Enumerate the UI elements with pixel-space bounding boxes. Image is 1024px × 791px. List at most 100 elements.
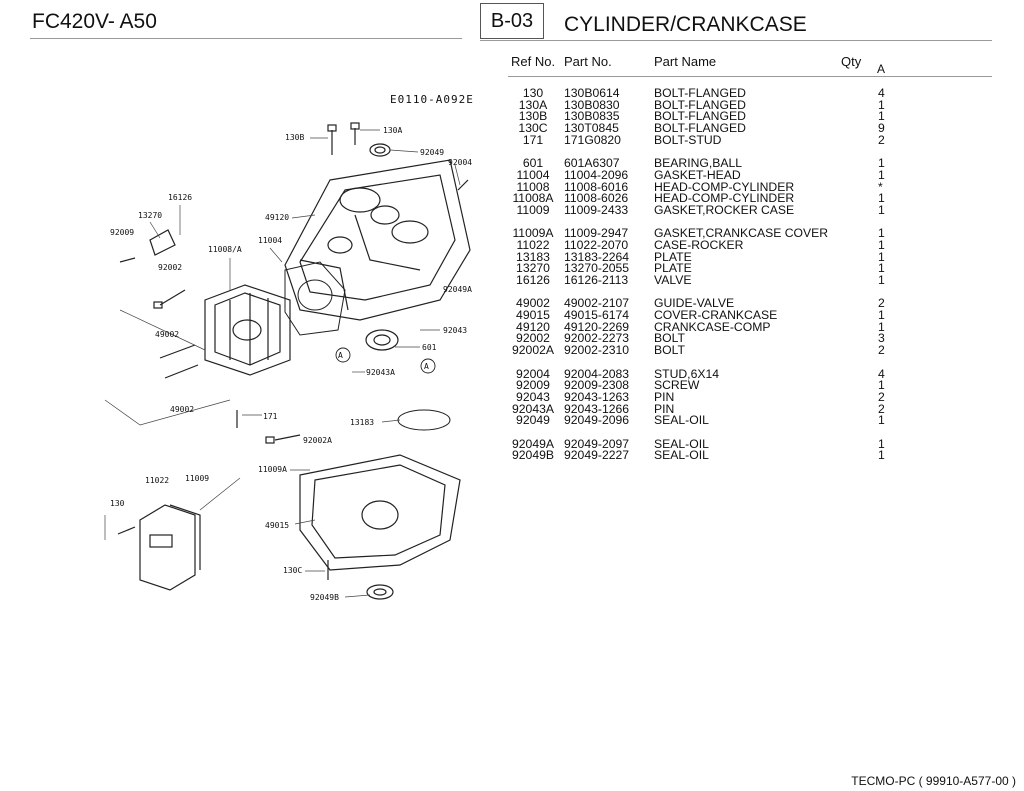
qty: 2 bbox=[878, 296, 885, 311]
parts-row: 601 601A6307 BEARING,BALL 1 bbox=[0, 156, 1024, 171]
rocker-case-drawing bbox=[139, 504, 201, 591]
ref-no: 11009A bbox=[512, 226, 554, 241]
part-no: 11009-2947 bbox=[564, 226, 629, 241]
leader-lines bbox=[104, 129, 461, 598]
callout-label: A bbox=[338, 351, 343, 360]
ref-no: 11004 bbox=[516, 167, 550, 182]
part-no: 92043-1263 bbox=[564, 389, 630, 404]
callout-label: 11022 bbox=[145, 476, 169, 485]
ref-no: 171 bbox=[522, 132, 544, 147]
cylinder-head-drawing bbox=[204, 284, 291, 376]
part-name: STUD,6X14 bbox=[654, 366, 720, 381]
qty: 1 bbox=[878, 249, 885, 264]
callout-label: 16126 bbox=[168, 193, 192, 202]
qty: 1 bbox=[878, 156, 885, 171]
crankcase-cover-drawing bbox=[299, 454, 461, 600]
ref-no: 92009 bbox=[516, 378, 550, 393]
part-no: 49002-2107 bbox=[564, 296, 630, 311]
qty: 1 bbox=[878, 202, 885, 217]
part-no: 601A6307 bbox=[564, 156, 620, 171]
part-no: 92002-2273 bbox=[564, 331, 630, 346]
title-divider bbox=[480, 40, 992, 41]
part-no: 16126-2113 bbox=[564, 273, 629, 287]
part-name: BEARING,BALL bbox=[654, 156, 743, 171]
part-name: VALVE bbox=[654, 273, 692, 287]
ref-no: 49002 bbox=[516, 296, 550, 311]
qty: 9 bbox=[878, 121, 885, 136]
qty: 1 bbox=[878, 226, 885, 241]
callout-label: 49015 bbox=[265, 521, 289, 530]
callout-label: 92009 bbox=[110, 228, 134, 237]
part-name: PLATE bbox=[654, 249, 692, 264]
part-name: HEAD-COMP-CYLINDER bbox=[654, 179, 795, 194]
callout-label: 49002 bbox=[170, 405, 194, 414]
part-name: BOLT-FLANGED bbox=[654, 97, 746, 112]
part-no: 92004-2083 bbox=[564, 366, 630, 381]
header-col-a: A bbox=[877, 62, 886, 76]
callout-label: 92049 bbox=[420, 148, 444, 157]
part-name: GASKET-HEAD bbox=[654, 167, 741, 182]
part-no: 92049-2097 bbox=[564, 436, 630, 451]
part-name: SEAL-OIL bbox=[654, 413, 709, 428]
ref-no: 11009 bbox=[516, 202, 550, 217]
ref-no: 92049 bbox=[516, 413, 550, 428]
callout-label: 11004 bbox=[258, 236, 282, 245]
part-no: 171G0820 bbox=[564, 132, 621, 147]
ref-no: 130 bbox=[522, 86, 544, 100]
part-no: 11004-2096 bbox=[564, 167, 629, 182]
part-no: 130T0845 bbox=[564, 121, 619, 136]
part-name: SEAL-OIL bbox=[654, 436, 709, 451]
circle-markers bbox=[335, 347, 436, 374]
part-no: 130B0830 bbox=[564, 97, 620, 112]
parts-row: 92004 92004-2083 STUD,6X14 4 bbox=[0, 366, 1024, 381]
qty: 2 bbox=[878, 401, 885, 416]
part-name: BOLT-STUD bbox=[654, 132, 722, 147]
qty: 1 bbox=[878, 378, 885, 393]
ref-no: 92043 bbox=[516, 389, 550, 404]
ref-no: 601 bbox=[522, 156, 544, 171]
qty: 1 bbox=[878, 237, 885, 252]
exploded-diagram: E0110-A092E bbox=[104, 93, 474, 602]
bolts-drawing bbox=[117, 122, 469, 580]
parts-row: 11004 11004-2096 GASKET-HEAD 1 bbox=[0, 167, 1024, 182]
header-ref: Ref No. bbox=[511, 54, 556, 69]
header-qty: Qty bbox=[841, 54, 862, 69]
ref-no: 11008 bbox=[516, 179, 550, 194]
callout-label: 130B bbox=[285, 133, 304, 142]
parts-row: 11009 11009-2433 GASKET,ROCKER CASE 1 bbox=[0, 202, 1024, 217]
header-part-name: Part Name bbox=[654, 54, 717, 69]
part-name: COVER-CRANKCASE bbox=[654, 308, 778, 323]
diagram-code: E0110-A092E bbox=[390, 93, 474, 106]
callout-label: 49120 bbox=[265, 213, 289, 222]
part-no: 13270-2055 bbox=[564, 261, 630, 276]
qty: 1 bbox=[878, 273, 885, 287]
part-no: 11009-2433 bbox=[564, 202, 629, 217]
part-name: CASE-ROCKER bbox=[654, 237, 744, 252]
qty: 4 bbox=[878, 366, 885, 381]
callout-label: 92049A bbox=[443, 285, 472, 294]
callout-label: 92043 bbox=[443, 326, 467, 335]
part-no: 130B0614 bbox=[564, 86, 620, 100]
ref-no: 92004 bbox=[516, 366, 550, 381]
part-no: 49120-2269 bbox=[564, 319, 630, 334]
qty: 1 bbox=[878, 167, 885, 182]
section-title: CYLINDER/CRANKCASE bbox=[564, 13, 807, 36]
ref-no: 92043A bbox=[511, 401, 555, 416]
ref-no: 92049A bbox=[511, 436, 555, 451]
part-name: GASKET,ROCKER CASE bbox=[654, 202, 795, 217]
callout-label: 92043A bbox=[366, 368, 395, 377]
model-divider bbox=[30, 38, 462, 39]
ref-no: 49120 bbox=[516, 319, 550, 334]
